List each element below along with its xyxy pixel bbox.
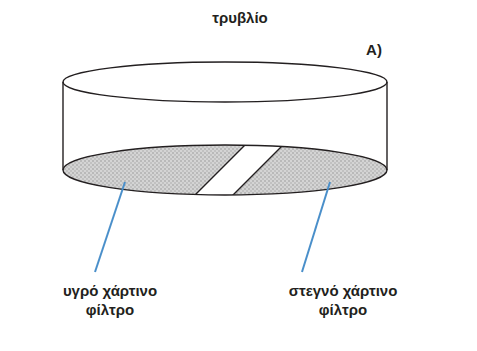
dish-bottom bbox=[63, 145, 387, 195]
leader-line bbox=[95, 182, 125, 272]
dish-wall bbox=[62, 82, 63, 170]
leader-line bbox=[302, 182, 330, 272]
filter-paper bbox=[60, 140, 395, 200]
dish-rim bbox=[63, 62, 387, 102]
dish-label: τρυβλίο bbox=[170, 8, 310, 27]
part-label: στεγνό χάρτινο φίλτρο bbox=[268, 281, 418, 319]
dish-wall bbox=[386, 82, 387, 170]
panel-letter: A) bbox=[354, 40, 394, 59]
part-label: υγρό χάρτινο φίλτρο bbox=[50, 281, 170, 319]
